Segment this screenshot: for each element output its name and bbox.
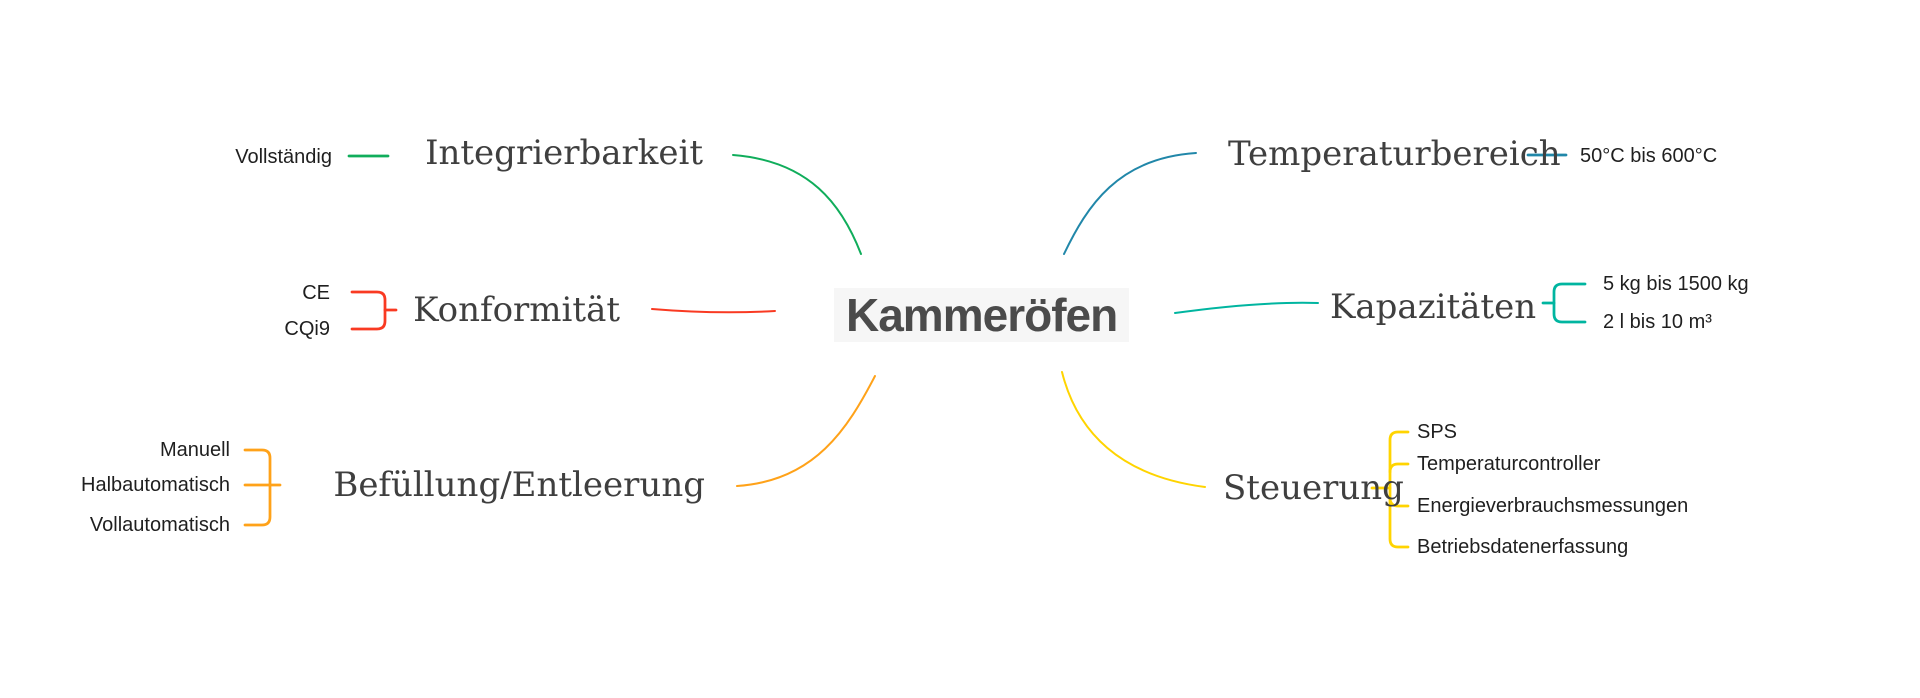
child-halbautomatisch[interactable]: Halbautomatisch bbox=[81, 474, 230, 496]
steuerung-branch-curve bbox=[1061, 371, 1206, 488]
topic-steuerung[interactable]: Steuerung bbox=[1223, 468, 1404, 508]
child-cqi9[interactable]: CQi9 bbox=[284, 318, 330, 340]
child-capacity-weight[interactable]: 5 kg bis 1500 kg bbox=[1603, 273, 1749, 295]
child-sps[interactable]: SPS bbox=[1417, 421, 1458, 443]
child-temperature-range[interactable]: 50°C bis 600°C bbox=[1580, 145, 1718, 167]
child-betriebsdatenerfassung[interactable]: Betriebsdatenerfassung bbox=[1417, 536, 1629, 558]
child-vollautomatisch[interactable]: Vollautomatisch bbox=[89, 514, 230, 536]
temperaturbereich-branch-curve bbox=[1063, 152, 1197, 255]
topic-kapazitaeten[interactable]: Kapazitäten bbox=[1330, 287, 1537, 327]
kapazitaeten-branch-curve bbox=[1174, 301, 1319, 314]
konformitaet-children-bracket bbox=[350, 290, 387, 331]
kapazitaeten-children-bracket bbox=[1552, 282, 1587, 324]
child-manuell[interactable]: Manuell bbox=[159, 439, 230, 461]
topic-temperaturbereich[interactable]: Temperaturbereich bbox=[1228, 134, 1561, 174]
topic-befuellung-entleerung[interactable]: Befüllung/Entleerung bbox=[333, 465, 705, 505]
root-node-kammeroefen[interactable]: Kammeröfen bbox=[834, 288, 1130, 342]
topic-integrierbarkeit[interactable]: Integrierbarkeit bbox=[425, 133, 703, 173]
konformitaet-branch-curve bbox=[651, 308, 776, 314]
topic-konformitaet[interactable]: Konformität bbox=[413, 290, 620, 330]
integrierbarkeit-branch-curve bbox=[732, 154, 862, 255]
befuellung-branch-curve bbox=[736, 375, 876, 487]
child-energieverbrauchsmessungen[interactable]: Energieverbrauchsmessungen bbox=[1417, 495, 1689, 517]
child-temperaturcontroller[interactable]: Temperaturcontroller bbox=[1417, 453, 1601, 475]
child-vollstaendig[interactable]: Vollständig bbox=[235, 146, 332, 168]
befuellung-children-bracket bbox=[243, 448, 272, 527]
child-capacity-volume[interactable]: 2 l bis 10 m³ bbox=[1603, 311, 1712, 333]
child-ce[interactable]: CE bbox=[302, 282, 330, 304]
